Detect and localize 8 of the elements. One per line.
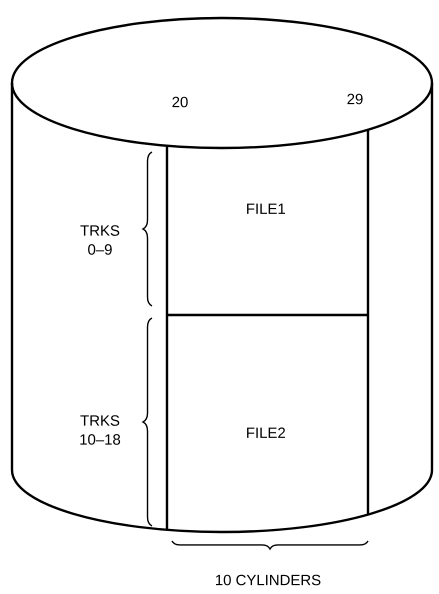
track-range: TRKS 10–18 (80, 415, 120, 445)
cylinder-number: 29 (347, 94, 363, 104)
cylinder-number: 20 (172, 96, 188, 108)
cylinder-drawing (10, 16, 434, 534)
track-range: TRKS 0–9 (80, 225, 120, 255)
extent-label: 10 CYLINDERS (216, 574, 320, 586)
file-region: FILE1 (166, 130, 370, 316)
file-region: FILE2 (166, 315, 370, 530)
